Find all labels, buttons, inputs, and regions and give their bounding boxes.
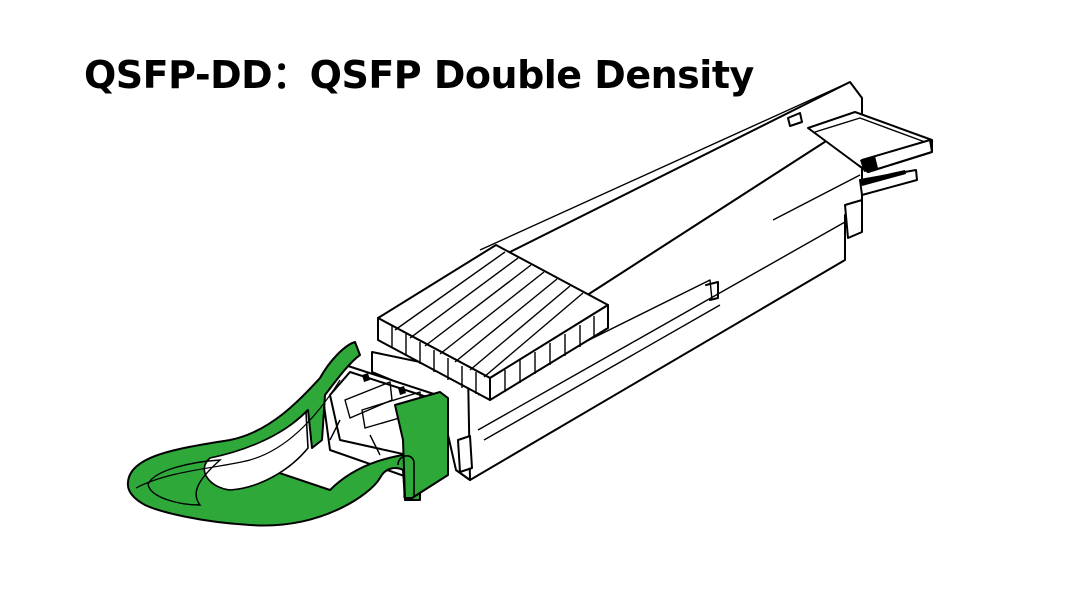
pull-tab	[126, 341, 449, 527]
heatsink-fins	[377, 244, 609, 401]
page-title: QSFP-DD：QSFP Double Density	[84, 53, 754, 97]
edge-connector	[807, 111, 933, 239]
